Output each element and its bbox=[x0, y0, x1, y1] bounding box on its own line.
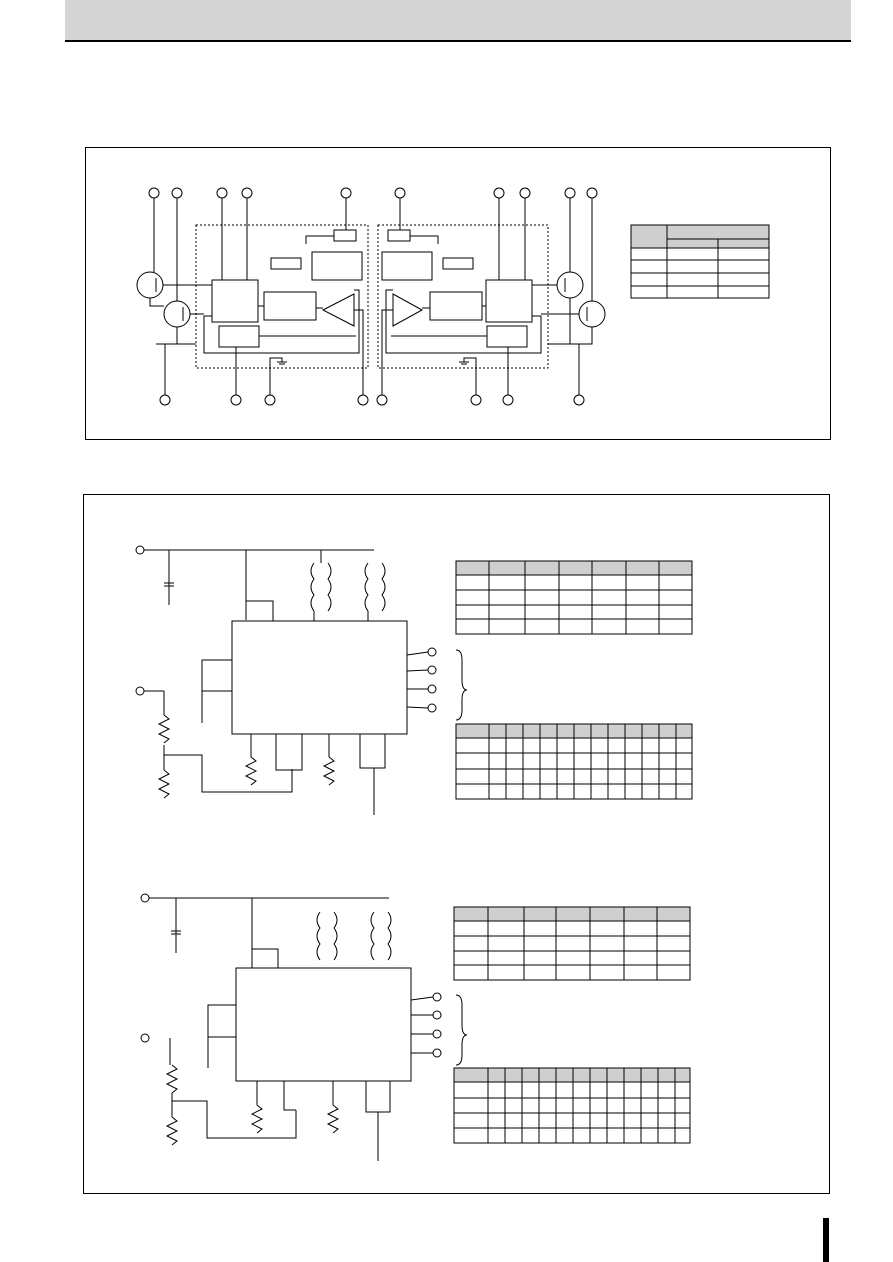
right-channel-box bbox=[377, 224, 549, 369]
circuit-2 bbox=[140, 893, 468, 1161]
truth-table bbox=[630, 224, 770, 299]
left-channel-box bbox=[195, 224, 369, 369]
circuit-1-table-a bbox=[455, 560, 693, 635]
application-circuit-panel bbox=[83, 494, 830, 1194]
circuit-2-table-b bbox=[453, 1067, 691, 1144]
circuit-2-table-a bbox=[453, 906, 691, 981]
block-diagram-panel bbox=[85, 147, 831, 440]
right-channel bbox=[381, 198, 542, 395]
top-pins bbox=[148, 187, 598, 199]
page-header-bar bbox=[65, 0, 851, 42]
block-diagram bbox=[136, 187, 770, 406]
application-circuits bbox=[135, 545, 693, 1161]
bottom-pins bbox=[159, 394, 585, 406]
left-transistors bbox=[136, 198, 212, 395]
circuit-1 bbox=[135, 545, 468, 815]
left-channel bbox=[203, 198, 364, 395]
right-transistors bbox=[532, 198, 606, 395]
circuit-1-table-b bbox=[455, 723, 693, 800]
page-edge-marker bbox=[823, 1218, 829, 1262]
